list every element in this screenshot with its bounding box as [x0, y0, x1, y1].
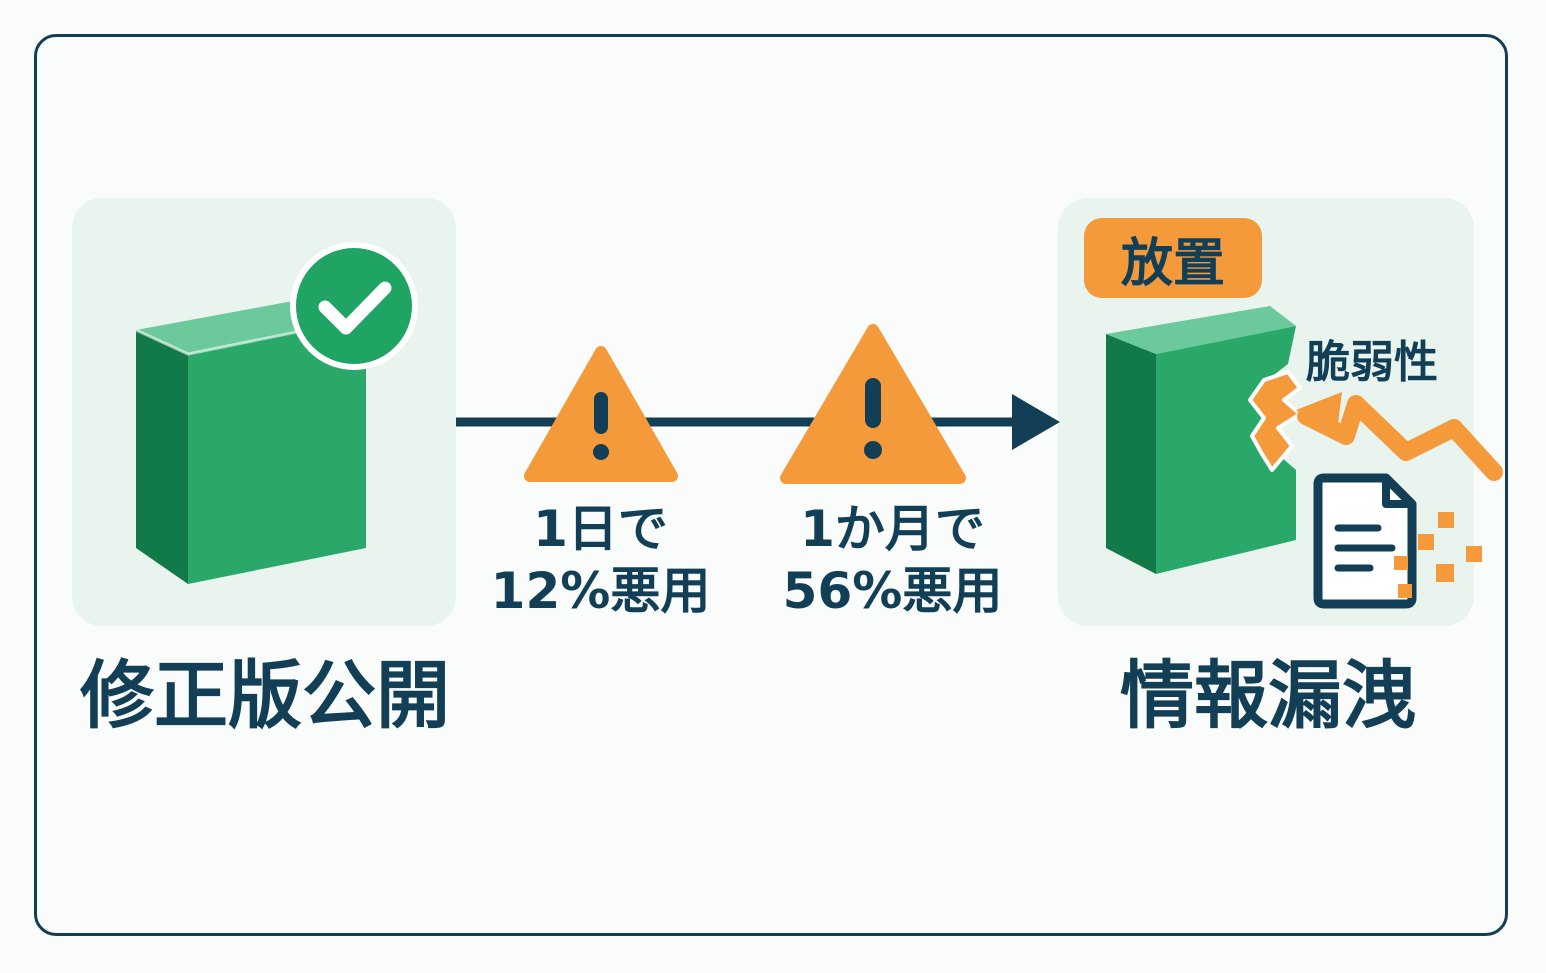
stat-rate: 56%悪用 [782, 562, 1003, 620]
patch-release-caption: 修正版公開 [80, 653, 450, 739]
lightning-attack-icon [1296, 392, 1503, 481]
exploit-stat-1month: 1か月で 56%悪用 [750, 498, 1035, 622]
stat-rate: 12%悪用 [490, 562, 711, 620]
neglect-badge: 放置 [1084, 218, 1262, 298]
crack-burst-icon [1248, 370, 1302, 472]
check-circle-icon [290, 242, 418, 370]
data-leak-caption: 情報漏洩 [1120, 653, 1416, 739]
stat-period: 1日で [533, 500, 668, 558]
stat-period: 1か月で [800, 500, 985, 558]
vulnerability-label: 脆弱性 [1306, 337, 1438, 388]
warning-triangle-icon [780, 324, 966, 484]
exploit-stat-1day: 1日で 12%悪用 [458, 498, 743, 622]
leaking-document-icon [1313, 473, 1482, 609]
warning-triangle-icon [524, 346, 678, 482]
